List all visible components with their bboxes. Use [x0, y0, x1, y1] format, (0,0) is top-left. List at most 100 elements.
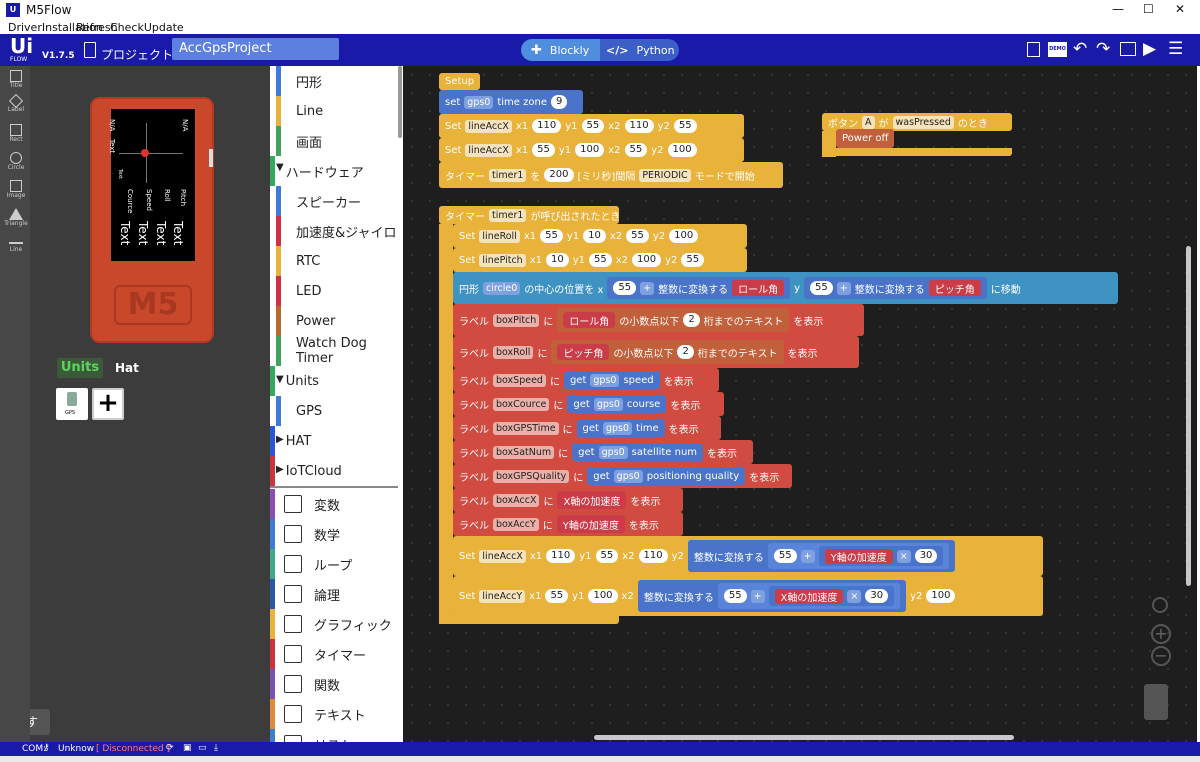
menu-refresh[interactable]: Refresh — [76, 21, 118, 34]
category-14[interactable]: 変数 — [270, 489, 403, 519]
category-19[interactable]: タイマー — [270, 639, 403, 669]
project-icon[interactable] — [84, 42, 96, 58]
tool-image[interactable]: Image — [4, 180, 28, 199]
redo-icon[interactable]: ↷ — [1096, 39, 1111, 59]
folder-icon[interactable]: ▭ — [198, 743, 207, 753]
category-1[interactable]: Line — [270, 96, 403, 126]
save-icon[interactable]: ▣ — [183, 743, 192, 753]
category-15[interactable]: 数学 — [270, 519, 403, 549]
vertical-scrollbar[interactable] — [1186, 246, 1191, 586]
category-21[interactable]: テキスト — [270, 699, 403, 729]
menu-driver-installation[interactable]: DriverInstallation — [8, 21, 103, 34]
menu-icon[interactable]: ☰ — [1168, 39, 1184, 59]
category-color-bar — [270, 426, 275, 456]
category-icon — [284, 645, 302, 663]
category-20[interactable]: 関数 — [270, 669, 403, 699]
category-5[interactable]: 加速度&ジャイロ — [270, 216, 403, 246]
recenter-icon[interactable] — [1152, 597, 1168, 613]
gps-unit-card[interactable]: GPS — [56, 388, 88, 420]
close-button[interactable]: ✕ — [1175, 2, 1186, 16]
com-port-value[interactable]: Unknow — [58, 744, 95, 754]
run-icon[interactable]: ▶ — [1143, 39, 1157, 59]
category-color-bar — [270, 579, 275, 609]
category-label: RTC — [296, 253, 321, 269]
version-label: V1.7.5 — [42, 51, 75, 61]
category-scrollbar[interactable] — [398, 66, 402, 138]
category-6[interactable]: RTC — [270, 246, 403, 276]
trash-icon[interactable] — [1144, 684, 1168, 720]
horizontal-scrollbar[interactable] — [594, 735, 1014, 740]
tool-rect[interactable]: Rect — [4, 124, 28, 143]
category-11[interactable]: GPS — [270, 396, 403, 426]
project-name-input[interactable]: AccGpsProject — [172, 38, 339, 60]
category-label: ループ — [314, 558, 353, 574]
category-color-bar — [276, 126, 281, 156]
refresh-icon[interactable]: ⟳ — [166, 743, 174, 753]
category-3[interactable]: ▼ハードウェア — [270, 156, 403, 186]
category-8[interactable]: Power — [270, 306, 403, 336]
zoom-in-icon[interactable]: + — [1151, 624, 1171, 644]
add-unit-button[interactable]: + — [92, 388, 124, 420]
tool-label[interactable]: Label — [4, 93, 28, 113]
tool-title[interactable]: Title — [4, 70, 28, 89]
tab-python[interactable]: </>Python — [600, 39, 679, 61]
category-13[interactable]: ▶IoTCloud — [270, 456, 403, 486]
tab-blockly[interactable]: ✚Blockly — [521, 39, 600, 61]
units-tab[interactable]: Units — [57, 358, 103, 378]
category-17[interactable]: 論理 — [270, 579, 403, 609]
category-icon — [284, 585, 302, 603]
project-menu[interactable]: プロジェクト — [101, 48, 174, 62]
category-4[interactable]: スピーカー — [270, 186, 403, 216]
category-2[interactable]: 画面 — [270, 126, 403, 156]
category-9[interactable]: Watch Dog Timer — [270, 336, 403, 366]
category-0[interactable]: 円形 — [270, 66, 403, 96]
convert-int-roll[interactable]: 55+整数に変換するロール角 — [607, 277, 791, 299]
convert-int-pitch[interactable]: 55+整数に変換するピッチ角 — [804, 277, 987, 299]
category-12[interactable]: ▶HAT — [270, 426, 403, 456]
hat-tab[interactable]: Hat — [115, 361, 139, 375]
category-label: 画面 — [296, 135, 323, 151]
category-10[interactable]: ▼Units — [270, 366, 403, 396]
tool-circle[interactable]: Circle — [4, 152, 28, 171]
tool-line[interactable]: Line — [4, 238, 28, 253]
minimize-button[interactable]: — — [1112, 2, 1124, 16]
new-file-icon[interactable] — [1027, 42, 1040, 57]
setup-hat-block[interactable]: Setup — [439, 73, 481, 90]
category-16[interactable]: ループ — [270, 549, 403, 579]
download-device-icon[interactable] — [1120, 42, 1136, 56]
tool-triangle[interactable]: Triangle — [4, 208, 28, 227]
power-off-block[interactable]: Power off — [836, 129, 895, 148]
download-icon[interactable]: ⤓ — [214, 743, 218, 753]
category-label: LED — [296, 283, 322, 299]
menu-check-update[interactable]: CheckUpdate — [110, 21, 184, 34]
zoom-out-icon[interactable]: − — [1151, 646, 1171, 666]
category-18[interactable]: グラフィック — [270, 609, 403, 639]
category-7[interactable]: LED — [270, 276, 403, 306]
demo-button[interactable]: DEMO — [1048, 42, 1067, 57]
undo-icon[interactable]: ↶ — [1073, 39, 1088, 59]
maximize-button[interactable]: ☐ — [1143, 2, 1154, 16]
category-color-bar — [270, 549, 275, 579]
rect-icon — [10, 124, 22, 136]
